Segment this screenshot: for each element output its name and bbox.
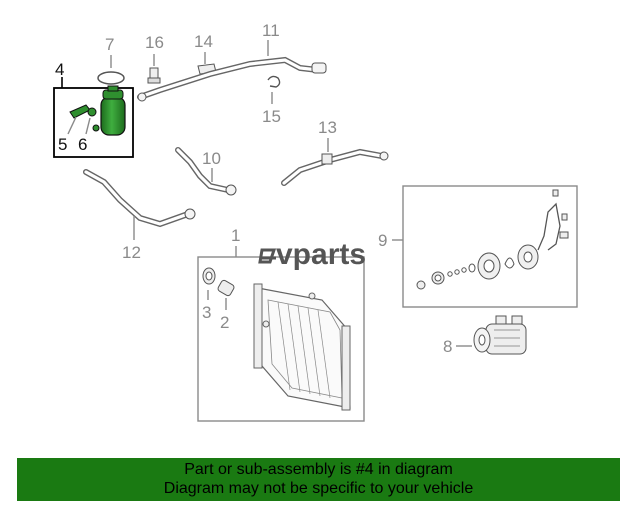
banner-line-2: Diagram may not be specific to your vehi… <box>163 480 474 497</box>
callout-1[interactable]: 1 <box>231 226 240 245</box>
condenser-part-1[interactable] <box>253 283 351 411</box>
callout-11[interactable]: 11 <box>262 21 280 40</box>
discharge-hose-part-10[interactable] <box>175 147 237 196</box>
fitting-part-3[interactable] <box>202 267 216 285</box>
banner-line-1: Part or sub-assembly is #4 in diagram <box>184 461 453 478</box>
logo-text: vparts <box>276 238 366 271</box>
callout-5-leader <box>67 116 77 135</box>
callout-12[interactable]: 12 <box>122 243 141 262</box>
callout-6-leader <box>85 117 91 135</box>
callout-3[interactable]: 3 <box>202 303 211 322</box>
callout-4[interactable]: 4 <box>55 60 64 79</box>
callout-13[interactable]: 13 <box>318 118 337 137</box>
callout-10[interactable]: 10 <box>202 149 221 168</box>
callout-16[interactable]: 16 <box>145 33 164 52</box>
fitting-part-2[interactable] <box>217 279 235 297</box>
drier-bracket[interactable] <box>69 104 100 132</box>
callout-7[interactable]: 7 <box>105 35 114 54</box>
compressor-clutch-part-9[interactable] <box>416 189 569 290</box>
callout-5[interactable]: 5 <box>58 135 67 154</box>
receiver-drier-canister[interactable] <box>100 85 126 136</box>
o-ring-part-7[interactable] <box>97 71 125 85</box>
suction-line-part-13[interactable] <box>281 148 389 186</box>
clip-part-15[interactable] <box>267 75 281 88</box>
part-4-highlight-box[interactable] <box>53 87 134 158</box>
liquid-line-part-11[interactable] <box>137 56 327 102</box>
info-banner: Part or sub-assembly is #4 in diagram Di… <box>17 458 620 501</box>
callout-15[interactable]: 15 <box>262 107 281 126</box>
condenser-box <box>197 256 365 422</box>
hose-part-12[interactable] <box>83 169 196 228</box>
callout-8[interactable]: 8 <box>443 337 452 356</box>
compressor-part-8[interactable] <box>473 315 527 355</box>
callout-2[interactable]: 2 <box>220 313 229 332</box>
clutch-box <box>402 185 578 308</box>
callout-9[interactable]: 9 <box>378 231 387 250</box>
pressure-switch-part-16[interactable] <box>147 67 161 84</box>
callout-6[interactable]: 6 <box>78 135 87 154</box>
vparts-logo: vparts <box>258 238 366 271</box>
callout-14[interactable]: 14 <box>194 32 213 51</box>
